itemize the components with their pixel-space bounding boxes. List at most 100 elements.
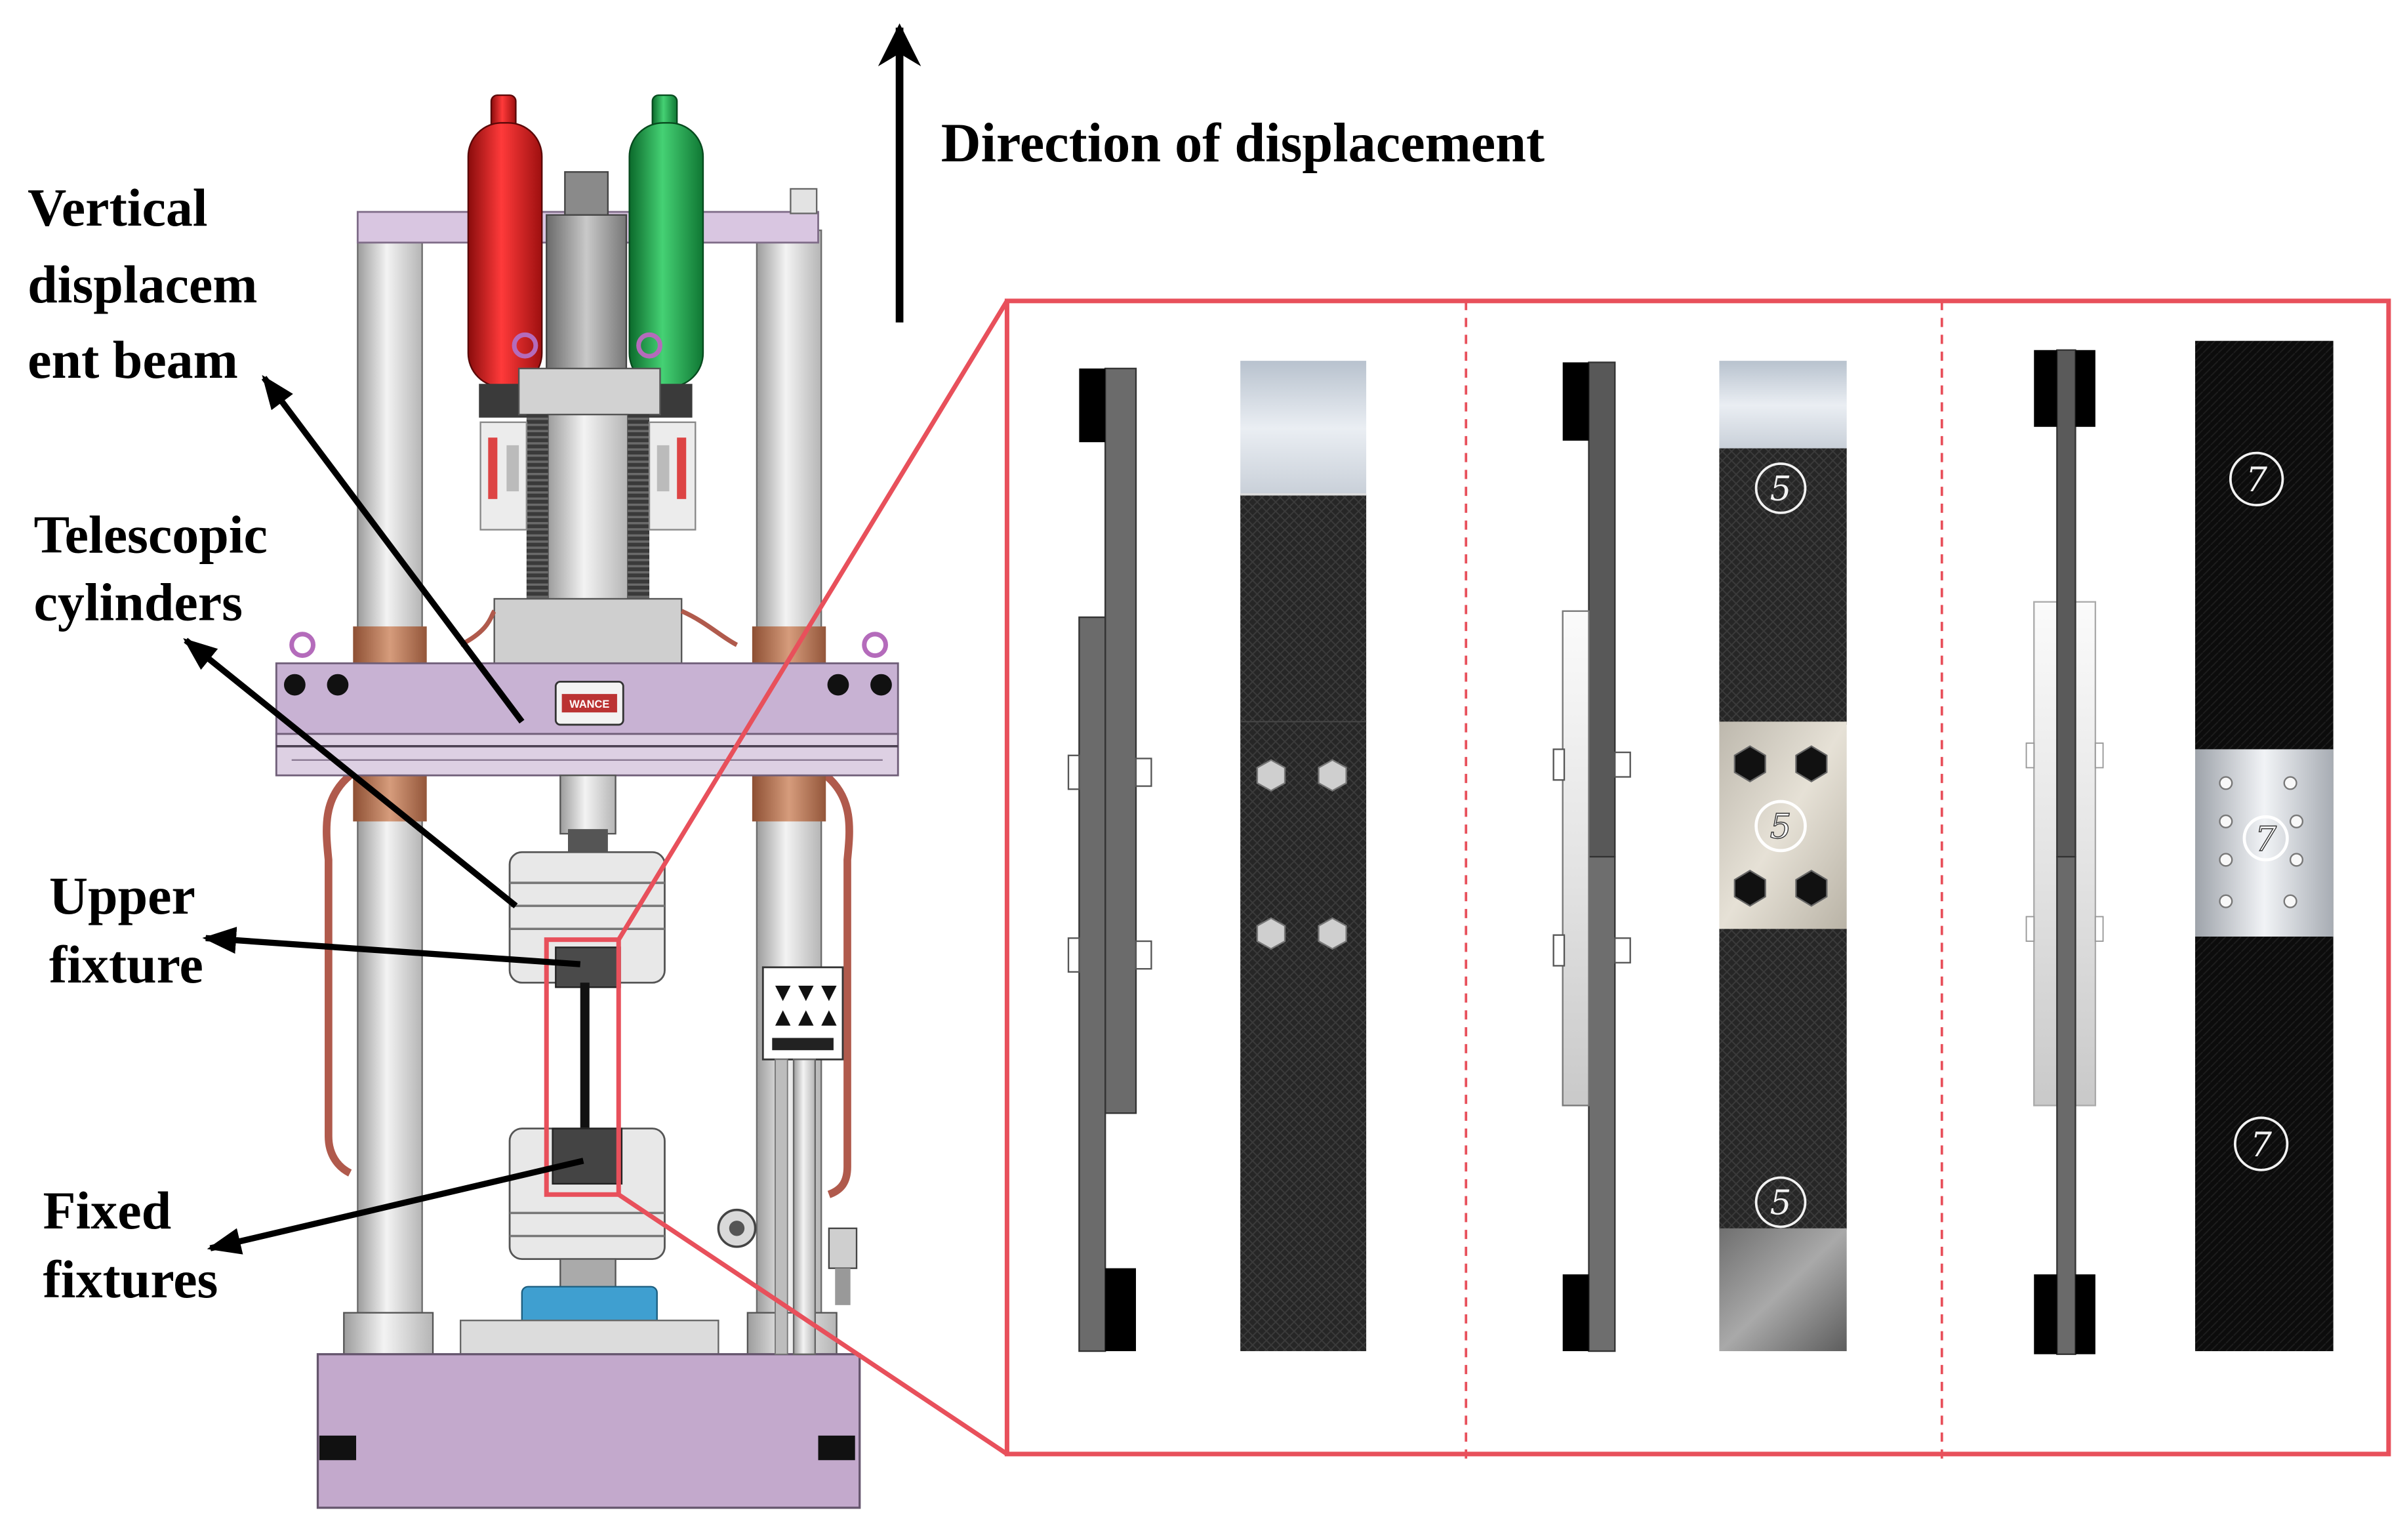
zoom-line-top [617,300,1009,941]
fastener-hole [2219,776,2233,790]
bolt-head [1795,869,1828,907]
upper-fixture-clamp [555,946,621,988]
lifting-ring [512,332,538,359]
zoom-line-bottom [617,1192,1009,1456]
specimen-mark-text: 7 [2246,460,2267,500]
vertical-displacement-beam: WANCE [275,662,899,777]
label-line: displacem [28,254,257,314]
fastener-hole [2219,853,2233,867]
label-line: Telescopic [33,505,267,565]
upper-fixture-label: Upper fixture [49,866,203,994]
load-train-connector [559,775,617,835]
label-line: Vertical [28,178,207,237]
bolt-head [1318,759,1347,792]
top-crossbar-cap [790,188,818,214]
fixed-fixtures-label: Fixed fixtures [43,1181,218,1309]
specimen-mark: 7 [2233,1116,2289,1171]
specimen-2-schematic [1552,361,1631,1352]
specimen-panel-1 [1067,361,1367,1352]
specimen-mark-text: 7 [2255,820,2276,859]
bolt [1067,937,1152,973]
fastener-hole [2219,814,2233,828]
fastener-mark [2094,742,2104,769]
telescopic-pointer-arrow [183,638,518,908]
specimen-2-photo: 5 5 5 [1719,361,1847,1352]
fastener-hole [2283,776,2297,790]
label-line: fixtures [43,1249,218,1309]
lifting-ring [636,332,662,359]
vertical-beam-pointer-arrow [261,375,525,724]
zoom-callout [544,298,2391,1467]
fastener-hole [2283,894,2297,908]
specimen-1-schematic [1067,367,1152,1352]
upper-fixture-pointer-arrow [202,927,581,967]
base-plate [459,1320,719,1355]
specimen-mark: 5 [1754,800,1807,853]
specimen-mark-text: 5 [1770,470,1792,509]
guide-rod-rail [775,1059,788,1355]
bolt-head [1733,745,1766,782]
label-line: Fixed [43,1181,172,1240]
control-panel [761,966,844,1061]
splice-plate [1562,610,1590,1106]
fastener-mark [2025,742,2035,769]
testing-machine: WANCE [275,94,899,1509]
specimen [580,983,590,1137]
load-cell-adapter [559,1258,617,1291]
grip-block [2034,350,2057,427]
specimen-mark: 7 [2229,451,2284,507]
bolt [1067,754,1152,790]
servo-valve-right [648,421,697,531]
tie-rod-right [628,415,650,602]
label-line: Upper [49,866,195,925]
actuator-cylinder [546,214,628,373]
bolt-head [1318,917,1347,950]
fastener-hole [2289,814,2304,828]
fixed-fixtures-pointer-arrow [207,1158,584,1255]
actuator-flange [517,367,661,416]
fastener-mark [2025,916,2035,942]
actuator-base-block [493,598,683,669]
lifting-ring [289,632,315,659]
bolt-head [1733,869,1766,907]
hydraulic-pipe-left [323,772,353,1177]
bolt [1552,934,1631,967]
brand-logo-text: WANCE [569,699,609,710]
label-line: cylinders [33,573,242,632]
guide-rod [792,1059,817,1355]
fastener-hole [2219,894,2233,908]
direction-label: Direction of displacement [941,113,1545,174]
actuator-body [547,413,629,603]
column-collar [353,626,427,668]
lower-fixture-clamp [552,1127,623,1185]
hydraulic-pipe-right [823,772,853,1198]
specimen-highlight-box [544,937,621,1197]
telescopic-cylinders-label: Telescopic cylinders [33,505,267,632]
accumulator-green [628,94,704,418]
valve [828,1227,858,1305]
column-collar [752,775,826,822]
zoom-panel-frame [1004,298,2391,1457]
column-foot [343,1312,434,1360]
base-foot-marker [818,1435,855,1461]
grip-block [2075,1274,2095,1354]
specimen-mark: 7 [2242,815,2289,862]
pressure-gauge [717,1208,757,1248]
splice-plate [2074,601,2097,1106]
specimen-mark-text: 5 [1770,1184,1792,1223]
specimen-mark-text: 7 [2250,1125,2272,1165]
base-foot-marker [319,1435,357,1461]
label-line: ent beam [28,330,238,390]
specimen-3-photo: 7 7 7 [2195,340,2334,1352]
grip-block [1562,1274,1589,1352]
specimen-mark: 5 [1754,1176,1807,1228]
specimen-1-photo [1240,361,1367,1352]
bolt-head [1256,759,1286,792]
grip-block [2075,350,2095,427]
splice-plate [2033,601,2058,1106]
bolt-head [1256,917,1286,950]
pipe-to-beam [459,609,738,647]
grip-block [1079,368,1106,443]
grip-block [2034,1274,2057,1354]
